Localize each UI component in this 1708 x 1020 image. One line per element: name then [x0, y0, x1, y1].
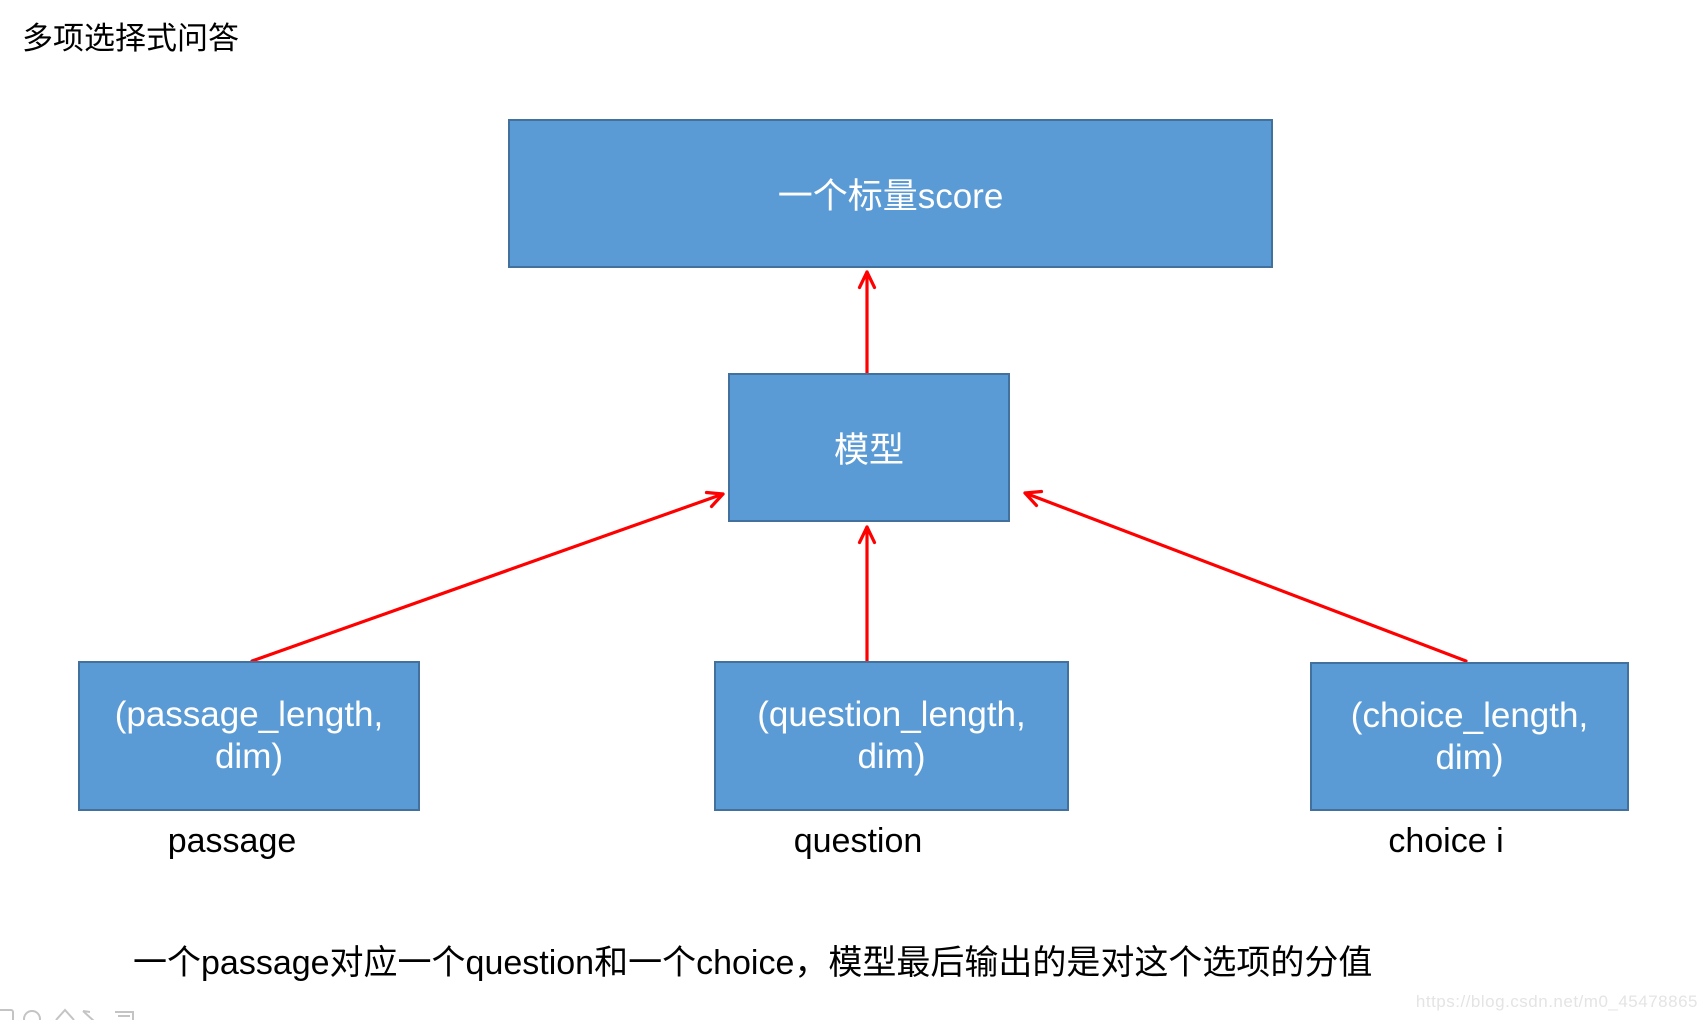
node-choice-tensor: (choice_length, dim): [1310, 662, 1629, 811]
arrow-model-to-score: [857, 270, 877, 375]
diagram-caption: 一个passage对应一个question和一个choice，模型最后输出的是对…: [133, 944, 1373, 982]
arrow-question-to-model: [857, 525, 877, 663]
arrow-passage-to-model: [250, 490, 725, 663]
arrow-tool-icon: [82, 1010, 95, 1020]
node-passage-tensor: (passage_length, dim): [78, 661, 420, 811]
question-tensor-label: (question_length, dim): [757, 695, 1026, 776]
node-model-label: 模型: [833, 431, 904, 470]
choice-tensor-label: (choice_length, dim): [1350, 695, 1589, 777]
cropped-tool-icons: [0, 1008, 134, 1020]
passage-name-label: passage: [167, 822, 297, 860]
ellipse-tool-icon: [23, 1010, 41, 1020]
arrow-choice-to-model: [1023, 489, 1468, 663]
choice-name-label: choice i: [1388, 822, 1504, 860]
passage-tensor-label: (passage_length, dim): [114, 695, 384, 776]
rectangle-tool-icon: [0, 1009, 14, 1020]
node-model: 模型: [728, 373, 1010, 522]
node-score: 一个标量score: [508, 119, 1273, 268]
triangle-tool-icon: [55, 1008, 75, 1020]
page-title: 多项选择式问答: [22, 21, 239, 56]
watermark-text: https://blog.csdn.net/m0_45478865: [1415, 992, 1698, 1011]
question-name-label: question: [793, 822, 923, 860]
node-question-tensor: (question_length, dim): [714, 661, 1069, 811]
node-score-label: 一个标量score: [777, 177, 1004, 216]
clipboard-tool-icon: [115, 1011, 134, 1020]
